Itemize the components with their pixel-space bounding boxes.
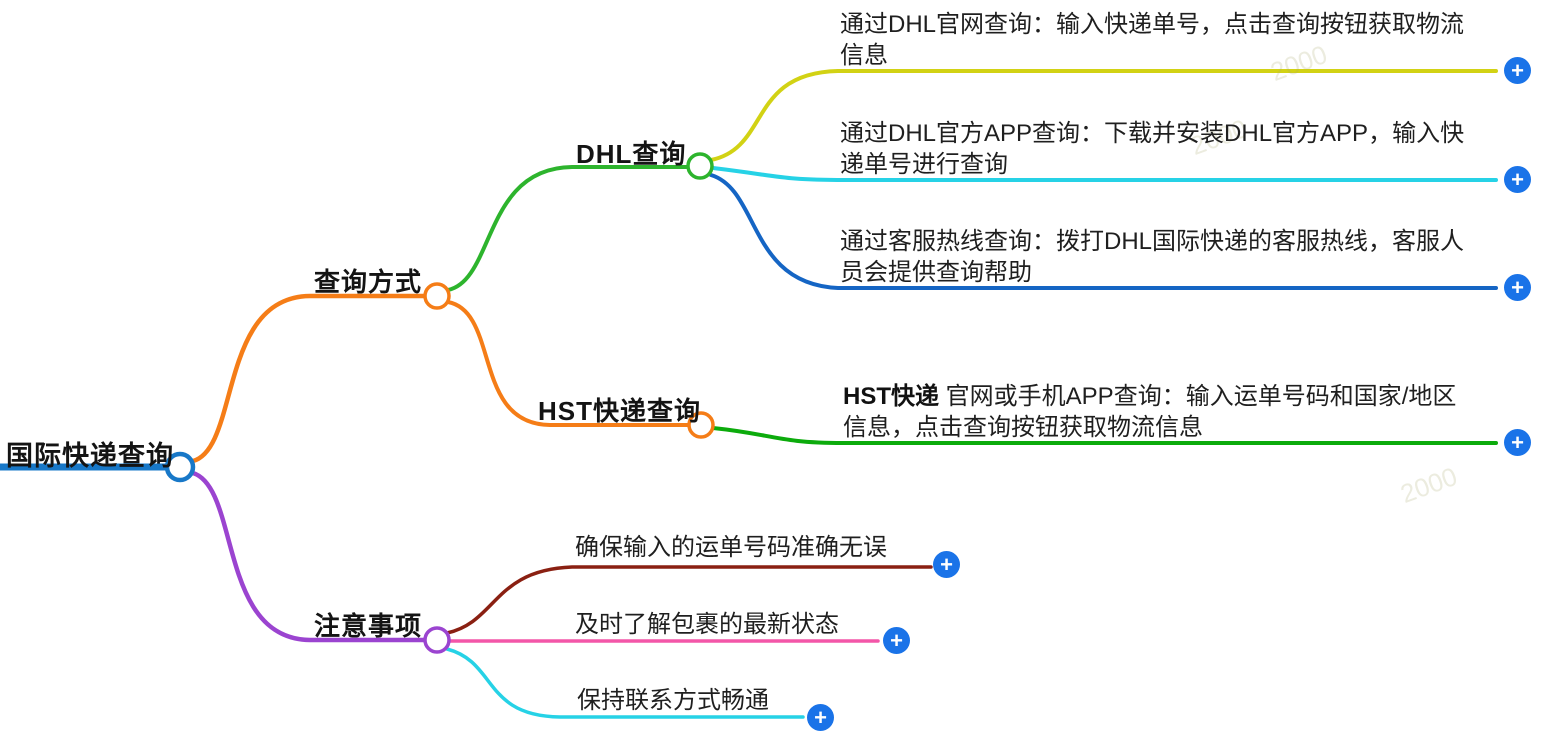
- edge-dhl-leaf-hotline: [709, 173, 1498, 290]
- edge-note-leaf-accuracy: [445, 565, 933, 635]
- add-child-button-note-contact[interactable]: +: [807, 704, 834, 731]
- leaf-dhl-website[interactable]: 通过DHL官网查询：输入快递单号，点击查询按钮获取物流信息: [840, 11, 1465, 69]
- edge-root-to-query-methods: [190, 293, 428, 464]
- leaf-hst-query-bold-prefix: HST快递: [843, 383, 939, 410]
- plus-icon: +: [1511, 274, 1524, 300]
- add-child-button-hst[interactable]: +: [1504, 429, 1531, 456]
- edge-note-leaf-contact: [445, 647, 805, 719]
- plus-icon: +: [890, 627, 903, 653]
- leaf-hst-query-rest: 官网或手机APP查询：输入运单号码和国家/地区信息，点击查询按钮获取物流信息: [843, 383, 1457, 441]
- leaf-dhl-hotline[interactable]: 通过客服热线查询：拨打DHL国际快递的客服热线，客服人员会提供查询帮助: [840, 228, 1465, 286]
- plus-icon: +: [940, 551, 953, 577]
- edge-dhl-leaf-app: [711, 166, 1498, 182]
- hst-node-handle[interactable]: [687, 411, 715, 439]
- plus-icon: +: [1511, 429, 1524, 455]
- leaf-hst-query[interactable]: HST快递 官网或手机APP查询：输入运单号码和国家/地区信息，点击查询按钮获取…: [843, 382, 1478, 443]
- plus-icon: +: [814, 704, 827, 730]
- edge-hst-leaf: [711, 426, 1498, 445]
- node-hst-label[interactable]: HST快递查询: [538, 396, 702, 426]
- query-methods-node-handle[interactable]: [423, 282, 451, 310]
- add-child-button-dhl-website[interactable]: +: [1504, 57, 1531, 84]
- notes-node-handle[interactable]: [423, 626, 451, 654]
- add-child-button-note-accuracy[interactable]: +: [933, 551, 960, 578]
- branch-notes-label[interactable]: 注意事项: [314, 611, 423, 641]
- edge-dhl-leaf-website: [709, 69, 1498, 162]
- plus-icon: +: [1511, 57, 1524, 83]
- branch-query-methods-label[interactable]: 查询方式: [314, 267, 423, 297]
- edge-root-to-notes: [190, 470, 428, 643]
- node-dhl-label[interactable]: DHL查询: [576, 139, 687, 169]
- edge-query-to-dhl: [446, 165, 691, 292]
- leaf-note-accuracy[interactable]: 确保输入的运单号码准确无误: [575, 534, 887, 561]
- root-node-label[interactable]: 国际快递查询: [6, 441, 174, 471]
- leaf-dhl-app[interactable]: 通过DHL官方APP查询：下载并安装DHL官方APP，输入快递单号进行查询: [840, 120, 1465, 178]
- leaf-note-contact[interactable]: 保持联系方式畅通: [577, 687, 769, 714]
- add-child-button-dhl-hotline[interactable]: +: [1504, 274, 1531, 301]
- root-node-handle[interactable]: [164, 451, 196, 483]
- add-child-button-dhl-app[interactable]: +: [1504, 166, 1531, 193]
- add-child-button-note-status[interactable]: +: [883, 627, 910, 654]
- dhl-node-handle[interactable]: [686, 152, 714, 180]
- leaf-note-status[interactable]: 及时了解包裹的最新状态: [575, 611, 839, 638]
- plus-icon: +: [1511, 166, 1524, 192]
- edge-query-to-hst: [446, 300, 691, 427]
